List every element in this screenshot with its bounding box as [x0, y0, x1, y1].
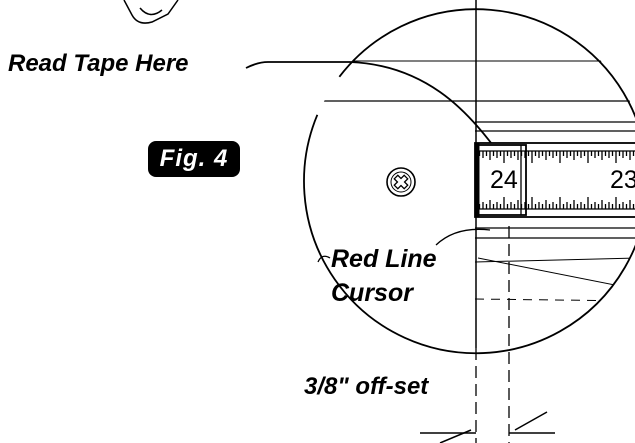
offset-label: 3/8" off-set — [304, 373, 429, 400]
figure-badge: Fig. 4 — [148, 141, 240, 177]
cursor-label-line2: Cursor — [331, 279, 413, 307]
label-arc-join — [317, 255, 331, 263]
offset-dimension — [420, 226, 555, 443]
tape-number-24: 24 — [490, 166, 518, 194]
read-tape-label: Read Tape Here — [8, 50, 189, 77]
cursor-label-line1: Red Line — [331, 245, 437, 273]
part-sketch — [123, 0, 179, 24]
phillips-screw-icon — [386, 167, 416, 197]
figure-number: Fig. 4 — [159, 145, 229, 172]
magnifier-circle — [303, 8, 635, 355]
tape-number-23: 23 — [610, 166, 635, 194]
tape-ticks — [475, 151, 635, 209]
cursor-leader — [435, 228, 491, 246]
read-tape-leader — [245, 61, 501, 156]
